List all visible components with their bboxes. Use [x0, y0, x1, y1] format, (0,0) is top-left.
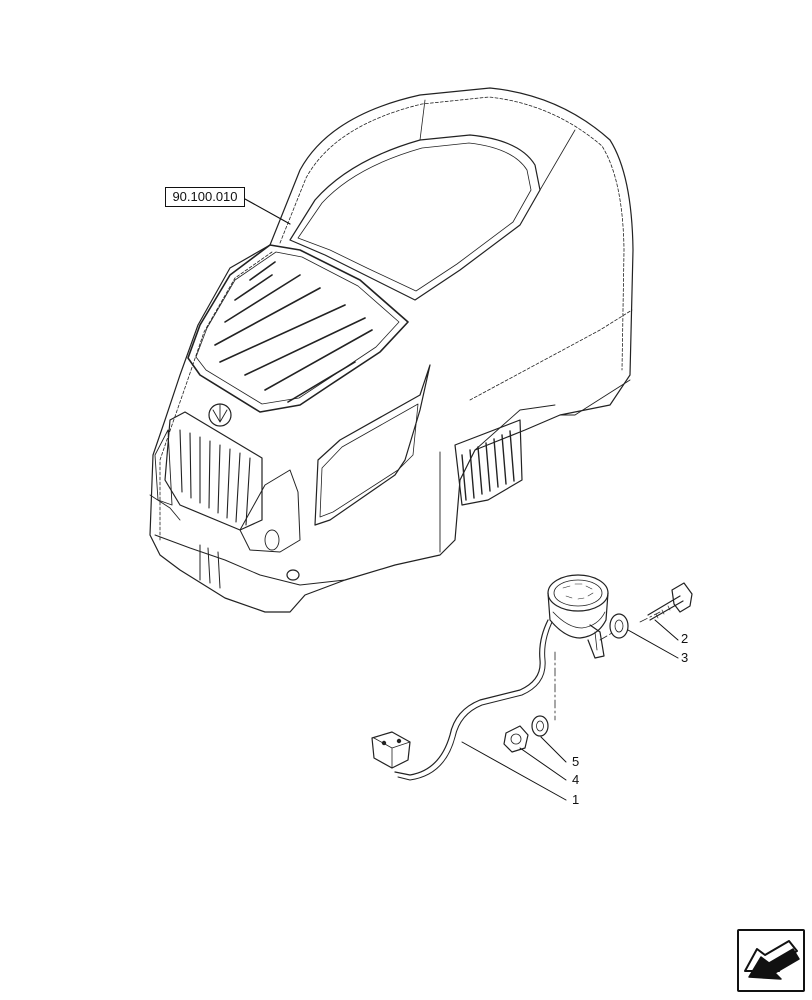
callout-5: 5	[572, 754, 580, 769]
brand-emblem-icon	[208, 403, 232, 427]
back-arrow-icon	[744, 940, 800, 980]
washer-large	[609, 613, 629, 639]
wiring-harness	[371, 619, 553, 781]
callout-2: 2	[681, 631, 689, 646]
washer-small	[531, 715, 549, 737]
reference-label[interactable]: 90.100.010	[165, 187, 245, 207]
callout-3: 3	[681, 650, 689, 665]
callout-1: 1	[572, 792, 580, 807]
gauge-sensor	[547, 574, 609, 659]
callout-4: 4	[572, 772, 580, 787]
bolt	[647, 582, 693, 621]
nut	[503, 725, 529, 753]
hood-assembly	[149, 87, 634, 613]
back-navigation-button[interactable]	[737, 929, 805, 992]
